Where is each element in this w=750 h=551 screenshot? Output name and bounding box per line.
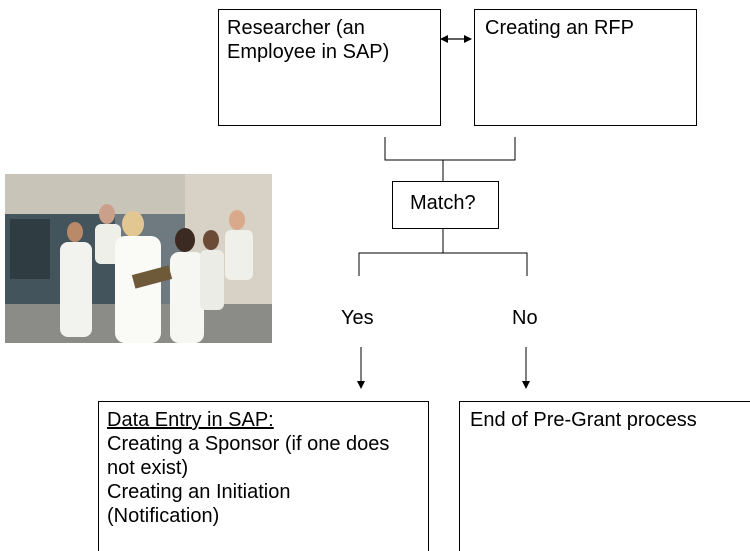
researcher-box: Researcher (an Employee in SAP) — [218, 9, 441, 126]
data-entry-box: Data Entry in SAP: Creating a Sponsor (i… — [98, 401, 429, 551]
lab-researchers-photo — [5, 174, 272, 343]
match-label: Match? — [410, 192, 476, 214]
end-label: End of Pre-Grant process — [470, 409, 697, 431]
no-label: No — [512, 307, 538, 329]
researcher-label: Researcher (an Employee in SAP) — [227, 17, 390, 63]
rfp-box: Creating an RFP — [474, 9, 697, 126]
split-connector — [358, 229, 528, 276]
merge-connector — [384, 137, 516, 181]
match-box: Match? — [392, 181, 499, 229]
data-entry-heading: Data Entry in SAP: — [107, 409, 274, 431]
data-entry-line-sponsor: Creating a Sponsor (if one does not exis… — [107, 433, 390, 479]
rfp-label: Creating an RFP — [485, 17, 634, 39]
photo-illustration — [5, 174, 272, 343]
data-entry-line-initiation: Creating an Initiation (Notification) — [107, 481, 291, 527]
yes-label: Yes — [341, 307, 374, 329]
end-box: End of Pre-Grant process — [459, 401, 750, 551]
